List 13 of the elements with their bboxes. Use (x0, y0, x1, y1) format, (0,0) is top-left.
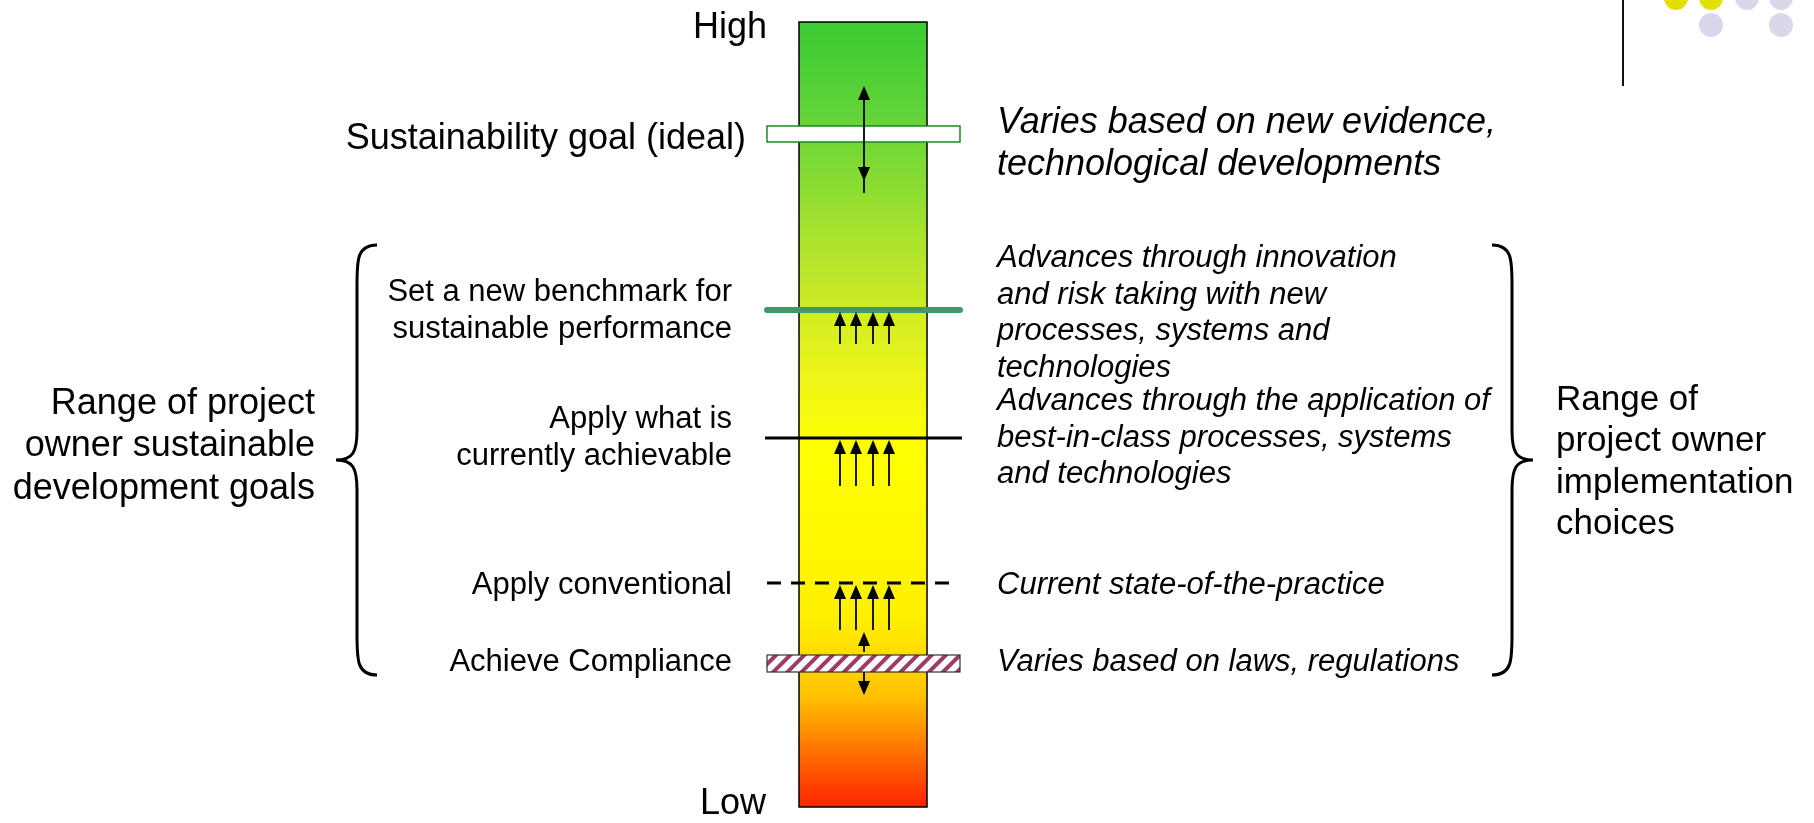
level-note: Current state-of-the-practice (997, 565, 1386, 603)
scale-label: High (691, 4, 767, 48)
level-label: Achieve Compliance (448, 642, 732, 680)
level-note: Varies based on laws, regulations (997, 642, 1461, 680)
scale-label: Low (698, 780, 766, 823)
level-label: Set a new benchmark for sustainable performance (386, 273, 732, 347)
level-label: Apply what is currently achievable (455, 400, 732, 474)
bracket-label: Range of project owner sustainable development goals (11, 381, 315, 509)
level-note: Varies based on new evidence, technological developments (997, 99, 1497, 185)
bracket-label: Range of project owner implementation choices (1556, 377, 1795, 543)
level-label: Apply conventional (470, 565, 732, 603)
level-label: Sustainability goal (ideal) (344, 115, 746, 159)
level-note: Advances through innovation and risk taking with new processes, systems and technologies (997, 238, 1398, 386)
